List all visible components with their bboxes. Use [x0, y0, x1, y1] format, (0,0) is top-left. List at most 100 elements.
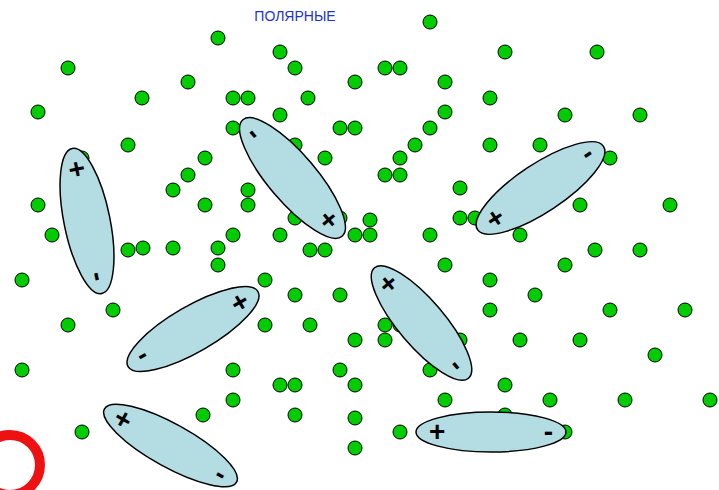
- ellipse-outline: [94, 390, 247, 490]
- particle-dot: [543, 393, 557, 407]
- particle-dot: [393, 168, 407, 182]
- particle-dot: [378, 61, 392, 75]
- particle-dot: [633, 108, 647, 122]
- particle-dot: [378, 333, 392, 347]
- particle-dot: [438, 393, 452, 407]
- charge-sign: -: [577, 142, 600, 170]
- ellipse-outline: [416, 412, 566, 452]
- particle-dot: [288, 61, 302, 75]
- particle-dot: [438, 105, 452, 119]
- particle-dot: [273, 378, 287, 392]
- particle-dot: [483, 91, 497, 105]
- particle-dot: [241, 198, 255, 212]
- particle-dot: [590, 45, 604, 59]
- particle-dot: [303, 243, 317, 257]
- particle-dot: [408, 138, 422, 152]
- particle-dot: [333, 121, 347, 135]
- dipole-molecule: +-: [49, 143, 126, 300]
- particle-dot: [423, 15, 437, 29]
- particle-dot: [438, 75, 452, 89]
- particle-dot: [226, 363, 240, 377]
- dipole-molecule: +-: [92, 388, 248, 490]
- particle-dot: [273, 108, 287, 122]
- particle-dot: [226, 91, 240, 105]
- particle-dot: [288, 288, 302, 302]
- charge-sign: +: [61, 158, 92, 180]
- particle-dot: [348, 378, 362, 392]
- particle-dot: [45, 228, 59, 242]
- title: ПОЛЯРНЫЕ: [254, 8, 335, 24]
- particle-dot: [438, 258, 452, 272]
- dipole-molecule: +-: [415, 411, 567, 453]
- particle-dot: [318, 243, 332, 257]
- particle-dot: [348, 228, 362, 242]
- particle-dot: [363, 228, 377, 242]
- particle-dot: [181, 75, 195, 89]
- particle-dot: [333, 288, 347, 302]
- particle-dot: [226, 393, 240, 407]
- particle-dot: [106, 303, 120, 317]
- charge-sign: +: [109, 402, 137, 434]
- particle-dot: [633, 243, 647, 257]
- particle-dot: [483, 273, 497, 287]
- particle-dot: [135, 91, 149, 105]
- red-ring: [0, 435, 40, 490]
- particle-dot: [483, 138, 497, 152]
- particle-dot: [603, 303, 617, 317]
- sign-row: +-: [49, 143, 126, 300]
- particle-dot: [226, 121, 240, 135]
- particle-dot: [121, 243, 135, 257]
- particle-dot: [393, 61, 407, 75]
- dipole-molecule: +-: [355, 251, 487, 394]
- particle-dot: [273, 45, 287, 59]
- charge-sign: +: [372, 269, 404, 300]
- particle-dot: [166, 183, 180, 197]
- particle-dot: [301, 91, 315, 105]
- particle-dot: [241, 91, 255, 105]
- dipole-ellipse: [115, 270, 271, 388]
- particle-dot: [258, 318, 272, 332]
- particle-dot: [558, 258, 572, 272]
- sign-row: +-: [355, 251, 487, 394]
- particle-dot: [121, 138, 135, 152]
- particle-dot: [393, 151, 407, 165]
- particle-dot: [211, 258, 225, 272]
- particle-dot: [15, 273, 29, 287]
- particle-dot: [393, 425, 407, 439]
- particle-dot: [15, 363, 29, 377]
- particle-dot: [533, 138, 547, 152]
- particle-dot: [423, 121, 437, 135]
- particle-dot: [558, 108, 572, 122]
- particle-dot: [303, 318, 317, 332]
- particle-dot: [61, 61, 75, 75]
- particle-dot: [288, 378, 302, 392]
- particle-dot: [318, 151, 332, 165]
- particle-dot: [648, 348, 662, 362]
- particle-dot: [663, 198, 677, 212]
- sign-row: +-: [92, 388, 248, 490]
- particle-dot: [703, 393, 717, 407]
- ellipse-outline: [356, 253, 485, 393]
- particle-dot: [273, 228, 287, 242]
- particle-dot: [348, 411, 362, 425]
- sign-row: +-: [415, 411, 567, 453]
- charge-sign: -: [210, 459, 232, 488]
- particle-dot: [31, 105, 45, 119]
- particle-dot: [363, 213, 377, 227]
- particle-dot: [483, 303, 497, 317]
- particle-dot: [513, 333, 527, 347]
- particle-dot: [588, 243, 602, 257]
- particle-dot: [678, 303, 692, 317]
- particle-dot: [211, 241, 225, 255]
- charge-sign: -: [443, 352, 470, 377]
- particle-dot: [181, 168, 195, 182]
- ellipse-outline: [50, 144, 125, 298]
- particle-dot: [61, 318, 75, 332]
- charge-sign: +: [312, 205, 344, 236]
- dipole-ellipse: [355, 251, 487, 394]
- particle-dot: [513, 228, 527, 242]
- particle-dot: [198, 151, 212, 165]
- charge-sign: -: [240, 121, 267, 146]
- ellipse-outline: [464, 126, 616, 249]
